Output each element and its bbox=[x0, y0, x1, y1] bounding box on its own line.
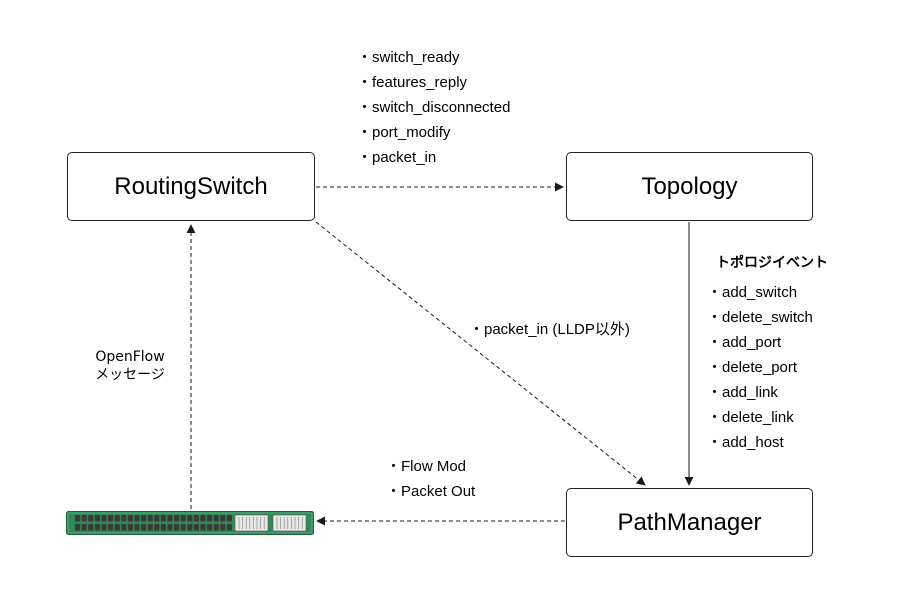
arrow-routing-to-pathmanager bbox=[315, 221, 646, 486]
topology-event-item: ・add_port bbox=[707, 334, 782, 351]
topology-event-item: ・delete_switch bbox=[707, 309, 813, 326]
flow-action-item: ・Packet Out bbox=[386, 483, 476, 500]
switch-port bbox=[220, 515, 226, 522]
switch-port bbox=[187, 515, 193, 522]
topology-label: Topology bbox=[641, 172, 738, 200]
switch-port bbox=[154, 524, 160, 531]
switch-port bbox=[134, 515, 140, 522]
switch-port bbox=[193, 515, 199, 522]
switch-port bbox=[226, 515, 232, 522]
openflow-label-line: メッセージ bbox=[95, 367, 165, 383]
flow-action-list: ・Flow Mod ・Packet Out bbox=[386, 454, 475, 504]
switch-port bbox=[160, 524, 166, 531]
switch-port bbox=[174, 524, 180, 531]
switch-port bbox=[193, 524, 199, 531]
switch-port bbox=[167, 524, 173, 531]
topology-node: Topology bbox=[566, 152, 813, 221]
switch-port bbox=[167, 515, 173, 522]
switch-port bbox=[81, 515, 87, 522]
path-manager-node: PathManager bbox=[566, 488, 813, 557]
switch-port bbox=[160, 515, 166, 522]
switch-port bbox=[114, 524, 120, 531]
switch-port bbox=[75, 524, 81, 531]
switch-port bbox=[121, 524, 127, 531]
switch-port bbox=[147, 515, 153, 522]
routing-switch-node: RoutingSwitch bbox=[67, 152, 315, 221]
openflow-label-line: OpenFlow bbox=[95, 349, 165, 365]
switch-event-item: ・switch_disconnected bbox=[357, 99, 511, 116]
switch-port bbox=[127, 524, 133, 531]
switch-port bbox=[213, 515, 219, 522]
switch-port bbox=[94, 515, 100, 522]
switch-port bbox=[180, 515, 186, 522]
switch-port bbox=[200, 515, 206, 522]
switch-event-item: ・features_reply bbox=[357, 74, 468, 91]
switch-port bbox=[180, 524, 186, 531]
openflow-message-label: OpenFlow メッセージ bbox=[80, 348, 180, 384]
topology-event-item: ・add_switch bbox=[707, 284, 798, 301]
switch-port bbox=[134, 524, 140, 531]
uplink-port bbox=[238, 517, 265, 529]
network-switch-icon bbox=[66, 511, 314, 535]
switch-port bbox=[200, 524, 206, 531]
switch-port bbox=[108, 524, 114, 531]
switch-port bbox=[94, 524, 100, 531]
switch-port bbox=[88, 515, 94, 522]
packet-in-label: ・packet_in (LLDP以外) bbox=[469, 321, 630, 338]
switch-port bbox=[226, 524, 232, 531]
switch-port bbox=[101, 524, 107, 531]
flow-action-item: ・Flow Mod bbox=[386, 458, 467, 475]
switch-port-group bbox=[75, 515, 232, 531]
switch-port bbox=[174, 515, 180, 522]
switch-port bbox=[75, 515, 81, 522]
switch-port bbox=[220, 524, 226, 531]
switch-port bbox=[147, 524, 153, 531]
switch-port bbox=[213, 524, 219, 531]
switch-port bbox=[141, 524, 147, 531]
switch-port bbox=[127, 515, 133, 522]
path-manager-label: PathManager bbox=[617, 508, 762, 536]
switch-event-item: ・port_modify bbox=[357, 124, 451, 141]
switch-event-list: ・switch_ready ・features_reply ・switch_di… bbox=[357, 45, 510, 170]
routing-switch-label: RoutingSwitch bbox=[114, 172, 268, 200]
topology-event-item: ・add_link bbox=[707, 384, 778, 401]
topology-event-item: ・delete_link bbox=[707, 409, 794, 426]
uplink-port bbox=[276, 517, 303, 529]
switch-port bbox=[207, 524, 213, 531]
topology-events-title: トポロジイベント bbox=[716, 255, 828, 271]
switch-port bbox=[81, 524, 87, 531]
switch-port bbox=[141, 515, 147, 522]
switch-port bbox=[88, 524, 94, 531]
topology-event-item: ・delete_port bbox=[707, 359, 798, 376]
switch-port bbox=[187, 524, 193, 531]
switch-event-item: ・switch_ready bbox=[357, 49, 460, 66]
topology-event-item: ・add_host bbox=[707, 434, 784, 451]
switch-port bbox=[114, 515, 120, 522]
switch-event-item: ・packet_in bbox=[357, 149, 437, 166]
switch-port bbox=[101, 515, 107, 522]
topology-event-list: ・add_switch ・delete_switch ・add_port ・de… bbox=[707, 280, 813, 455]
switch-port bbox=[121, 515, 127, 522]
switch-port bbox=[154, 515, 160, 522]
switch-port bbox=[207, 515, 213, 522]
switch-port bbox=[108, 515, 114, 522]
